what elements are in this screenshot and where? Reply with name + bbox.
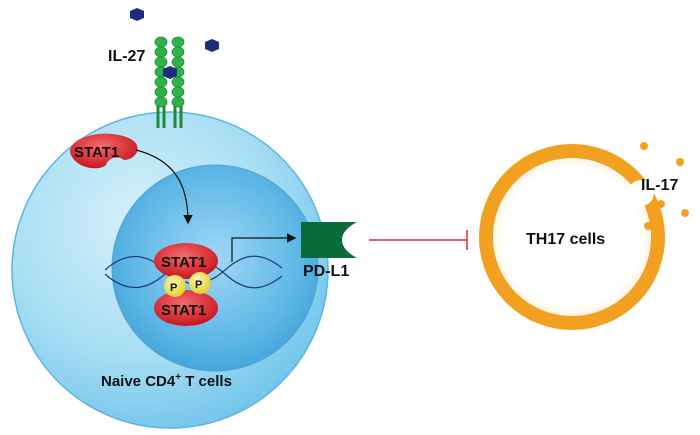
il27-receptor xyxy=(154,36,185,128)
receptor-transmembrane-left xyxy=(156,106,166,128)
translocation-arrow xyxy=(135,149,193,225)
phospho-left-label: P xyxy=(170,282,177,294)
il17-label: IL-17 xyxy=(641,177,678,194)
il17-dot xyxy=(657,200,665,208)
receptor-transmembrane-right xyxy=(173,106,183,128)
stat1-dimer: STAT1 STAT1 P P xyxy=(154,243,218,326)
naive-cd4-label: Naive CD4+ T cells xyxy=(101,372,232,390)
stat1-cytoplasmic: STAT1 xyxy=(70,133,138,169)
il17-dot xyxy=(640,142,648,150)
stat1-top-label: STAT1 xyxy=(161,254,206,271)
pdl1-label: PD-L1 xyxy=(303,263,349,280)
il27-particles xyxy=(130,8,219,79)
stat1-cytoplasm-label: STAT1 xyxy=(74,144,119,161)
il17-particles xyxy=(640,142,689,230)
il17-dot xyxy=(676,158,684,166)
inhibition-line xyxy=(369,230,468,250)
receptor-chain-left xyxy=(154,36,168,108)
stat1-bottom xyxy=(154,290,218,326)
il17-dot xyxy=(681,209,689,217)
il27-particle xyxy=(130,8,144,21)
th17-cell: TH17 cells xyxy=(479,144,665,330)
il27-particle xyxy=(205,39,219,52)
pdl1-receptor xyxy=(301,222,357,258)
il27-particle xyxy=(163,66,177,79)
stat1-top xyxy=(154,243,218,279)
il27-label: IL-27 xyxy=(108,48,145,65)
th17-membrane xyxy=(479,144,665,330)
naive-cd4-label-superscript: + xyxy=(175,372,181,383)
naive-cd4-label-suffix: T cells xyxy=(181,373,232,390)
phospho-right xyxy=(189,272,211,294)
th17-receptor-notch xyxy=(628,180,654,206)
phospho-right-label: P xyxy=(195,279,202,291)
stat1-bottom-label: STAT1 xyxy=(161,302,206,319)
th17-label: TH17 cells xyxy=(526,231,605,248)
transcription-arrow xyxy=(231,233,297,262)
naive-cd4-label-prefix: Naive CD4 xyxy=(101,373,176,390)
phospho-left xyxy=(164,275,186,297)
il17-dot xyxy=(644,222,652,230)
